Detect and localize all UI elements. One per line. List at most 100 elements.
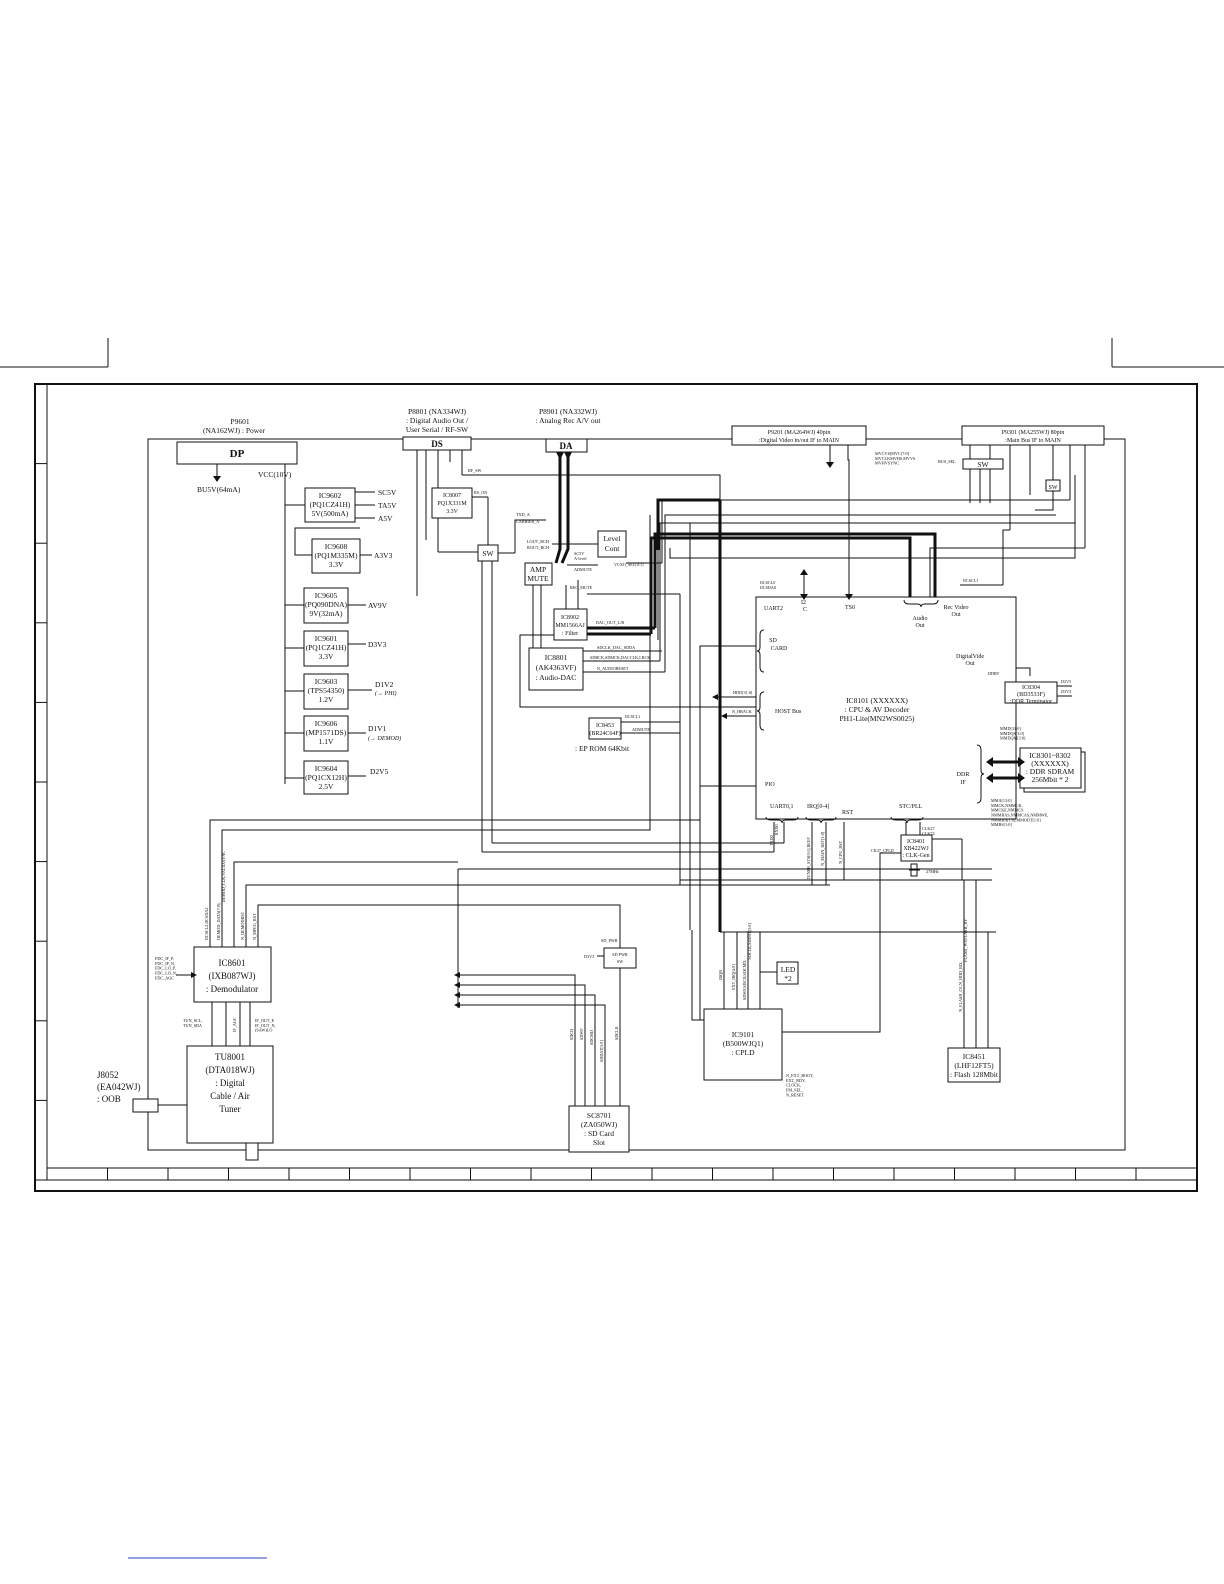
svg-text:IC8304: IC8304 (1022, 685, 1040, 691)
svg-text:D1V1: D1V1 (368, 724, 387, 733)
svg-text:IC8453: IC8453 (596, 723, 614, 729)
svg-text:TUN_SCL,TUN_SDA: TUN_SCL,TUN_SDA (183, 1018, 202, 1028)
svg-text:PH1-Lite(MN2WS0025): PH1-Lite(MN2WS0025) (840, 714, 915, 723)
svg-text:RST: RST (842, 810, 853, 816)
svg-text:IF_OUT_P,IF_OUT_N,(SAW)LO: IF_OUT_P,IF_OUT_N,(SAW)LO (255, 1018, 276, 1033)
svg-text:(→ PHI): (→ PHI) (375, 690, 397, 697)
svg-text:Cable / Air: Cable / Air (210, 1091, 250, 1101)
da-section: P8901 (NA332WJ) : Analog Rec A/V out DA … (519, 407, 756, 708)
tu8001-block: TU8001 (DTA018WJ) : Digital Cable / Air … (183, 1002, 276, 1161)
svg-text:Out: Out (952, 612, 961, 618)
svg-text:MMA[13:0]MMCK,NMMCK,MMCKE,NMMC: MMA[13:0]MMCK,NMMCK,MMCKE,NMMCSNMMRAS,NM… (991, 798, 1048, 827)
svg-text::DDR Terminator: :DDR Terminator (1010, 699, 1052, 705)
svg-text:MMD[31:0]MMDQS[3:0]MMDQM[3:0]: MMD[31:0]MMDQS[3:0]MMDQM[3:0] (1000, 726, 1026, 741)
svg-text:TXD0RXD0: TXD0RXD0 (769, 824, 779, 846)
svg-text:ADMUTE: ADMUTE (632, 727, 650, 732)
svg-text:Slot: Slot (593, 1138, 606, 1147)
ds-section: P8801 (NA334WJ) : Digital Audio Out / Us… (402, 407, 721, 852)
svg-text:IC9608: IC9608 (325, 542, 348, 551)
svg-text:D1V2: D1V2 (375, 680, 394, 689)
amp-mute-block (524, 562, 553, 586)
ic8007-block (431, 487, 473, 519)
svg-text:EXT_IRQ[4:0]: EXT_IRQ[4:0] (731, 964, 736, 990)
svg-text:TA5V: TA5V (378, 501, 397, 510)
svg-text:VCXO_SEL[0:1]: VCXO_SEL[0:1] (614, 562, 644, 567)
svg-text:IC8451: IC8451 (963, 1052, 986, 1061)
svg-text:SDCLK_DAC_SDDA: SDCLK_DAC_SDDA (597, 645, 635, 650)
main-if-section: P9201 (MA264WJ) 40pin :Digital Video in/… (731, 425, 1105, 603)
vcc-label: VCC(10V) (258, 470, 292, 479)
ic8601-block: IC8601 (IXB087WJ) : Demodulator IICSCL2,… (155, 515, 700, 1003)
ic8101-block (755, 596, 1017, 820)
ruler-bottom (46, 1167, 1197, 1180)
svg-text:(TPS54350): (TPS54350) (308, 686, 345, 695)
ic8902-block (553, 608, 588, 641)
svg-text:P9301 (MA255WJ) 80pin: P9301 (MA255WJ) 80pin (1002, 429, 1065, 436)
svg-text:N_EXT_BOOT,EXT_RDY,CLOCK,FM_SE: N_EXT_BOOT,EXT_RDY,CLOCK,FM_SEL,N_RESET (786, 1073, 814, 1097)
svg-text:3.3V: 3.3V (319, 652, 334, 661)
svg-text:(PQ1M335M): (PQ1M335M) (315, 551, 358, 560)
svg-text:SC8701: SC8701 (587, 1111, 611, 1120)
svg-text:(PQ1CX12H): (PQ1CX12H) (305, 773, 347, 782)
svg-text:5V(500mA): 5V(500mA) (312, 509, 349, 518)
ic9601-block: IC9601 (PQ1CZ41H) 3.3V D3V3 (285, 630, 387, 667)
ic8451-block: IC8451 (LHF12FT5) : Flash 128Mbit N_FLAS… (947, 880, 1001, 1083)
svg-text:(ZA050WJ): (ZA050WJ) (581, 1120, 618, 1129)
bus5v-label: BU5V(64mA) (197, 485, 241, 494)
svg-text:IICSCL1: IICSCL1 (963, 578, 978, 583)
svg-text:MM1566AJ: MM1566AJ (555, 623, 585, 629)
power-section: P9601 (NA162WJ) : Power DP BU5V(64mA) VC… (176, 417, 401, 795)
svg-text:P9201 (MA264WJ) 40pin: P9201 (MA264WJ) 40pin (768, 429, 831, 436)
svg-text:STC/PLL: STC/PLL (899, 804, 923, 810)
svg-text:IC9601: IC9601 (315, 634, 338, 643)
svg-text:: CPLD: : CPLD (731, 1048, 755, 1057)
svg-text:SD_PWR: SD_PWR (601, 938, 618, 943)
svg-text:IF: IF (960, 780, 966, 786)
svg-text:Out: Out (916, 623, 925, 629)
ic8301-block: IC8301~8302 (XXXXXX) : DDR SDRAM 256Mbit… (986, 726, 1086, 827)
svg-text:PIO: PIO (765, 782, 775, 788)
svg-text:: DDR SDRAM: : DDR SDRAM (1026, 767, 1075, 776)
svg-text:: Analog Rec A/V out: : Analog Rec A/V out (536, 416, 602, 425)
svg-text:D3V3: D3V3 (584, 954, 594, 959)
svg-text:IC8401: IC8401 (907, 839, 925, 845)
svg-text:1.2V: 1.2V (319, 695, 334, 704)
svg-text:SW: SW (1049, 485, 1058, 491)
svg-text:SW: SW (482, 549, 494, 558)
svg-text:DEMOD_DATA[7:0],DEMOD_CLK,VALI: DEMOD_DATA[7:0],DEMOD_CLK,VALID,SYNC (216, 851, 227, 940)
svg-text:27MHz: 27MHz (926, 869, 939, 874)
svg-text:(PQ1CZ41H): (PQ1CZ41H) (306, 643, 347, 652)
svg-text:(DTA018WJ): (DTA018WJ) (205, 1065, 254, 1075)
crop-marks (0, 338, 1224, 368)
svg-text:MUTE: MUTE (527, 574, 549, 583)
svg-text:3.3V: 3.3V (446, 509, 459, 515)
svg-text:IC9602: IC9602 (319, 491, 342, 500)
svg-text:N_CPU_RST: N_CPU_RST (838, 841, 843, 864)
svg-text:SDDAT[3:0]: SDDAT[3:0] (599, 1040, 604, 1062)
j8052-block: J8052 (EA042WJ) : OOB (97, 1070, 187, 1113)
svg-text:DDRV: DDRV (988, 671, 1000, 676)
svg-text:P8901 (NA332WJ): P8901 (NA332WJ) (539, 407, 598, 416)
svg-text:SD PWR: SD PWR (612, 952, 628, 957)
p9601-sub: (NA162WJ) : Power (203, 426, 266, 435)
svg-text:SDCD: SDCD (569, 1029, 574, 1040)
svg-text:AV9V: AV9V (368, 601, 388, 610)
svg-text:IRQ[0-4]: IRQ[0-4] (807, 804, 829, 810)
svg-text:N_MAIN_RST[1:0]: N_MAIN_RST[1:0] (820, 831, 825, 866)
svg-text:A3V3: A3V3 (374, 551, 393, 560)
svg-text:AMP: AMP (530, 565, 546, 574)
dp-connector (176, 441, 298, 465)
svg-text:N_DEMODRST: N_DEMODRST (240, 911, 245, 940)
svg-text:Rec Video: Rec Video (943, 605, 968, 611)
svg-text:D3V3: D3V3 (368, 640, 387, 649)
svg-text:IC9604: IC9604 (315, 764, 338, 773)
svg-text:SW: SW (617, 959, 623, 964)
svg-text:(→ DEMOD): (→ DEMOD) (368, 735, 401, 742)
svg-text:: Digital Audio Out /: : Digital Audio Out / (406, 416, 469, 425)
sheet-frame (34, 383, 1198, 1192)
svg-text:(PQ1CZ41H): (PQ1CZ41H) (310, 500, 351, 509)
